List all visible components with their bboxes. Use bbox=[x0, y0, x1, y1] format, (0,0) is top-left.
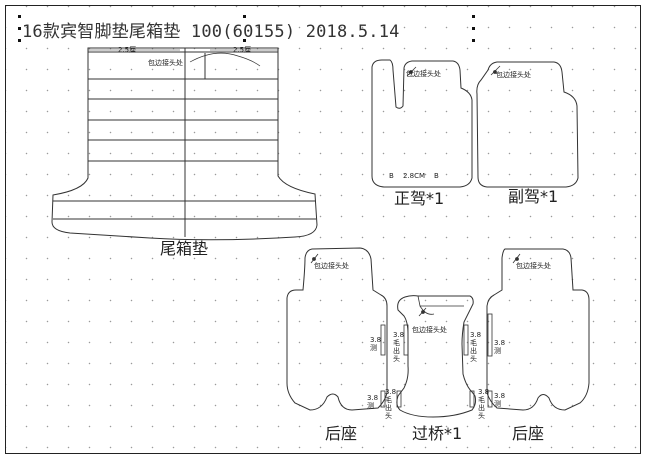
passenger-edge-note: 包边接头处 bbox=[496, 70, 531, 79]
selection-handle bbox=[472, 39, 475, 42]
trunk-dim-right: 2.5厘 bbox=[233, 46, 251, 54]
bridge-mat bbox=[396, 295, 477, 418]
rear-right-mat-label: 后座 bbox=[512, 424, 544, 443]
drawing-title: 16款宾智脚垫尾箱垫 100(60155) 2018.5.14 bbox=[22, 22, 400, 42]
driver-mat-label: 正驾*1 bbox=[394, 189, 444, 208]
selection-handle bbox=[472, 15, 475, 18]
driver-mat bbox=[371, 59, 473, 188]
trunk-mat-label: 尾箱垫 bbox=[160, 239, 208, 258]
trunk-mat bbox=[51, 47, 318, 241]
passenger-mat bbox=[476, 61, 579, 188]
driver-dim-note: 2.8CM bbox=[403, 172, 425, 180]
passenger-mat-label: 副驾*1 bbox=[508, 187, 558, 206]
rear-left-edge-note: 包边接头处 bbox=[314, 261, 349, 270]
rear-left-mat-label: 后座 bbox=[325, 424, 357, 443]
selection-handle bbox=[472, 27, 475, 30]
rear-left-mat bbox=[286, 247, 388, 411]
sheet-frame bbox=[5, 5, 641, 454]
driver-hole-mark-right: B bbox=[434, 172, 439, 180]
driver-hole-mark-left: B bbox=[389, 172, 394, 180]
driver-edge-note: 包边接头处 bbox=[406, 69, 441, 78]
selection-handle bbox=[18, 15, 21, 18]
trunk-edge-note: 包边接头处 bbox=[148, 58, 183, 67]
rear-right-mat bbox=[486, 248, 590, 411]
trunk-dim-left: 2.5厘 bbox=[118, 46, 136, 54]
bridge-mat-label: 过桥*1 bbox=[412, 424, 462, 443]
selection-handle bbox=[18, 39, 21, 42]
rear-right-edge-note: 包边接头处 bbox=[516, 261, 551, 270]
selection-handle bbox=[18, 27, 21, 30]
selection-handle bbox=[243, 15, 246, 18]
selection-handle bbox=[243, 39, 246, 42]
bridge-edge-note: 包边接头处 bbox=[412, 325, 447, 334]
